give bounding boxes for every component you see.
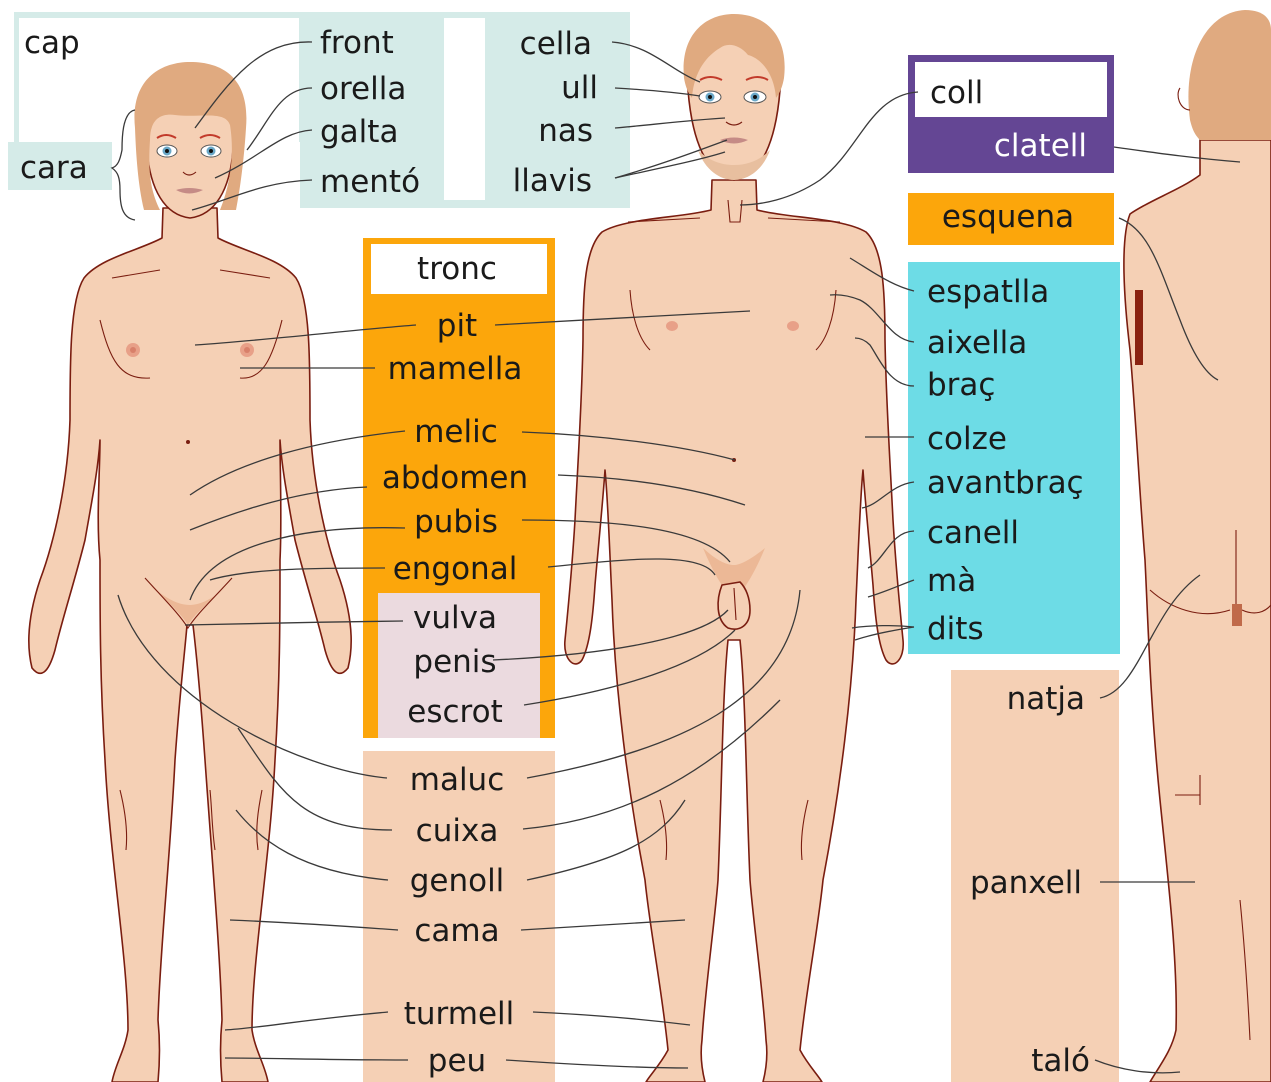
label-vulva: vulva bbox=[413, 600, 497, 636]
label-nas: nas bbox=[538, 113, 593, 149]
label-escrot: escrot bbox=[407, 694, 502, 730]
label-melic: melic bbox=[414, 414, 498, 450]
label-galta: galta bbox=[320, 114, 398, 150]
label-pubis: pubis bbox=[414, 504, 498, 540]
label-tronc: tronc bbox=[417, 251, 497, 287]
back-body bbox=[1124, 140, 1271, 1082]
female-body bbox=[29, 208, 352, 1082]
female-figure bbox=[29, 62, 352, 1082]
label-espatlla: espatlla bbox=[927, 274, 1049, 310]
back-head bbox=[1188, 10, 1271, 140]
label-panxell: panxell bbox=[970, 865, 1082, 901]
label-avantbrac: avantbraç bbox=[927, 465, 1084, 501]
label-peu: peu bbox=[428, 1043, 486, 1079]
back-figure bbox=[1124, 10, 1271, 1082]
label-coll: coll bbox=[930, 75, 983, 111]
label-cama: cama bbox=[414, 913, 499, 949]
label-clatell: clatell bbox=[994, 128, 1087, 164]
label-ma: mà bbox=[927, 563, 976, 599]
label-abdomen: abdomen bbox=[382, 460, 528, 496]
label-ull: ull bbox=[561, 70, 598, 106]
label-cella: cella bbox=[520, 26, 592, 62]
label-mento: mentó bbox=[320, 164, 420, 200]
label-maluc: maluc bbox=[410, 762, 505, 798]
label-pit: pit bbox=[437, 308, 477, 344]
label-llavis: llavis bbox=[513, 163, 592, 199]
label-cara: cara bbox=[20, 150, 88, 186]
label-dits: dits bbox=[927, 611, 984, 647]
label-turmell: turmell bbox=[404, 996, 515, 1032]
label-aixella: aixella bbox=[927, 325, 1027, 361]
label-talo: taló bbox=[1031, 1043, 1090, 1079]
label-orella: orella bbox=[320, 71, 406, 107]
label-natja: natja bbox=[1007, 681, 1085, 717]
label-genoll: genoll bbox=[410, 863, 505, 899]
label-cap: cap bbox=[24, 25, 80, 61]
label-front: front bbox=[320, 25, 394, 61]
label-engonal: engonal bbox=[393, 551, 518, 587]
label-brac: braç bbox=[927, 367, 995, 403]
label-cuixa: cuixa bbox=[416, 813, 499, 849]
label-esquena: esquena bbox=[942, 199, 1074, 235]
label-colze: colze bbox=[927, 421, 1007, 457]
label-canell: canell bbox=[927, 515, 1019, 551]
label-penis: penis bbox=[413, 644, 496, 680]
head-panel-gap bbox=[444, 18, 485, 200]
label-mamella: mamella bbox=[388, 351, 523, 387]
